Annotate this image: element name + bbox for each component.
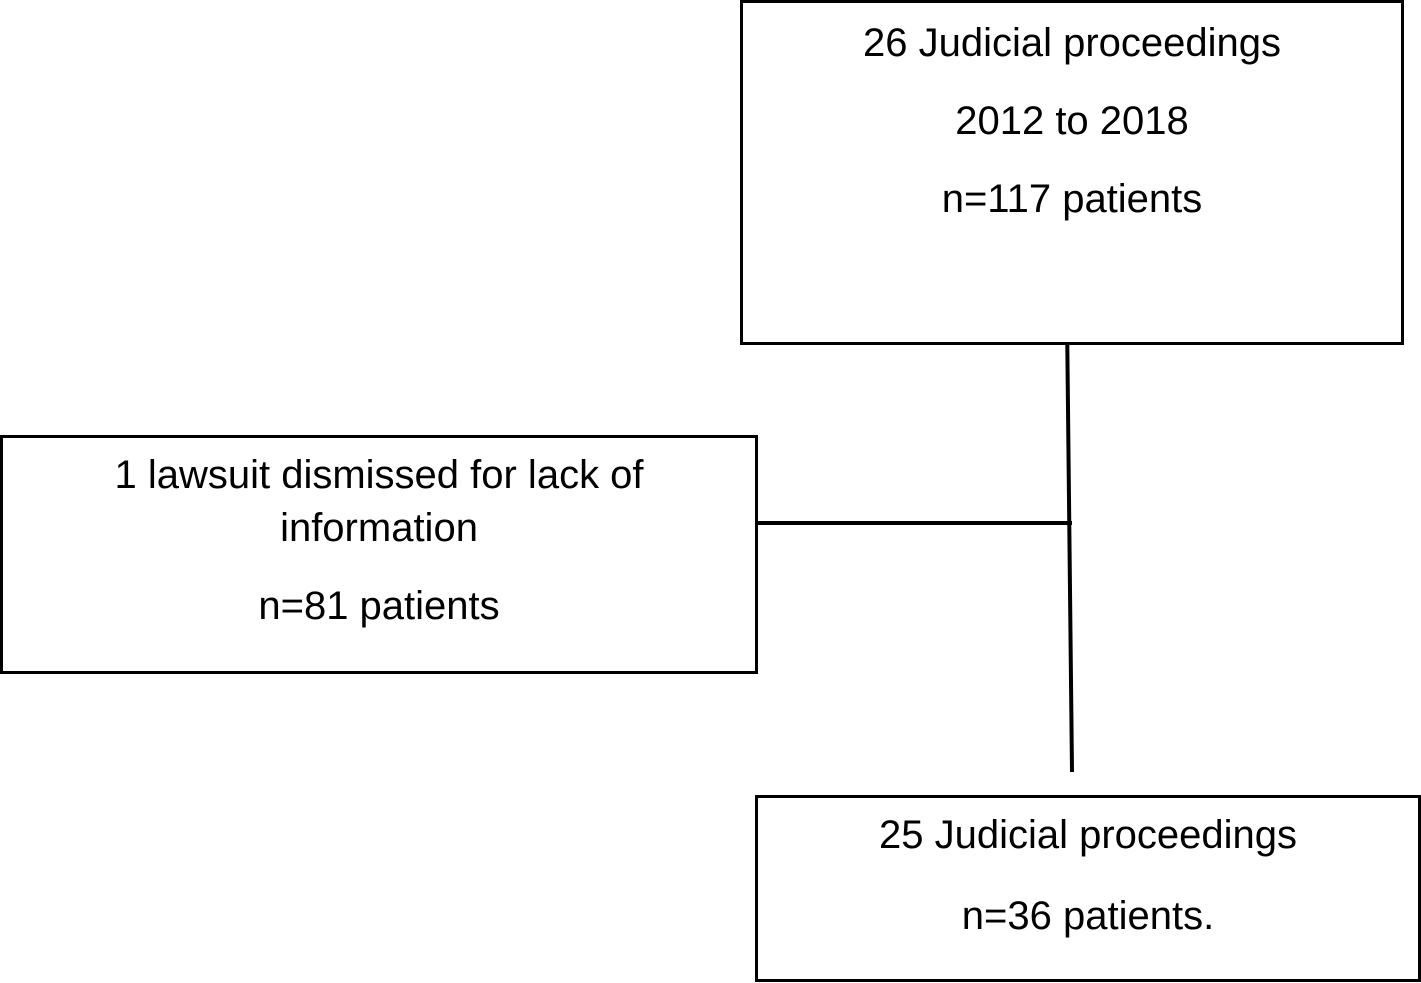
- excluded-reason-label: 1 lawsuit dismissed for lack of: [114, 453, 644, 497]
- final-proceedings-label: 25 Judicial proceedings: [878, 813, 1298, 857]
- excluded-patient-count-label: n=81 patients: [258, 584, 500, 628]
- final-cohort-box: 25 Judicial proceedings n=36 patients.: [755, 795, 1421, 982]
- initial-patient-count-label: n=117 patients: [941, 177, 1203, 221]
- initial-cohort-box: 26 Judicial proceedings 2012 to 2018 n=1…: [740, 0, 1404, 345]
- excluded-cohort-box: 1 lawsuit dismissed for lack of informat…: [0, 435, 758, 674]
- excluded-reason-continued-label: information: [280, 506, 478, 550]
- final-patient-count-label: n=36 patients.: [961, 894, 1215, 938]
- initial-date-range-label: 2012 to 2018: [955, 99, 1189, 143]
- initial-proceedings-label: 26 Judicial proceedings: [862, 21, 1282, 65]
- vertical-flow-line: [1065, 317, 1074, 773]
